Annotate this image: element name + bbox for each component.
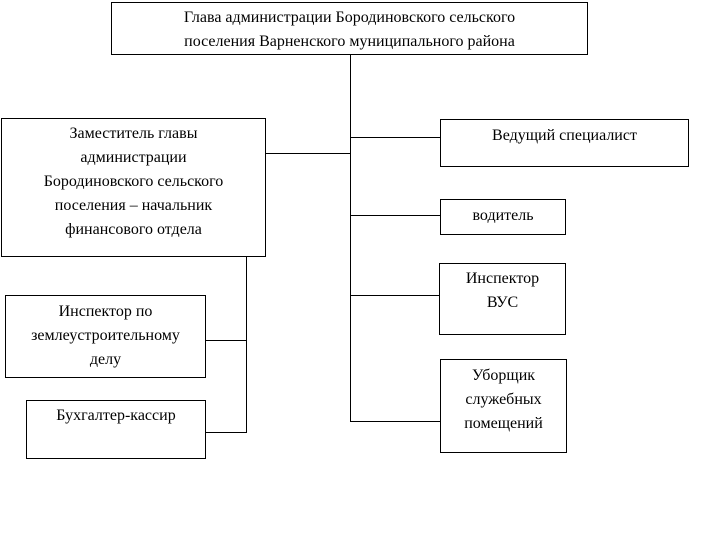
connector-trunk: [350, 55, 351, 422]
node-deputy-head: Заместитель главы администрации Бородино…: [1, 118, 266, 257]
node-label-line: финансового отдела: [65, 221, 202, 238]
node-label-line: землеустроительному: [31, 327, 180, 344]
connector-accountant: [206, 432, 247, 433]
node-lead-specialist: Ведущий специалист: [440, 119, 689, 167]
node-label-line: Инспектор: [465, 270, 540, 287]
node-label-line: водитель: [472, 207, 534, 224]
node-label-line: поселения Варненского муниципального рай…: [184, 33, 515, 50]
node-label-line: Глава администрации Бородиновского сельс…: [183, 9, 516, 26]
connector-lead-specialist: [350, 137, 440, 138]
node-label-line: Бородиновского сельского: [43, 173, 224, 190]
node-label-line: администрации: [80, 149, 187, 166]
node-label-line: служебных: [465, 391, 542, 408]
node-label-line: поселения – начальник: [54, 197, 213, 214]
node-accountant-cashier: Бухгалтер-кассир: [26, 400, 206, 459]
node-label-line: помещений: [464, 415, 543, 432]
node-label-line: Бухгалтер-кассир: [56, 407, 176, 424]
connector-vus-inspector: [350, 295, 439, 296]
connector-driver: [350, 215, 440, 216]
node-driver: водитель: [440, 199, 566, 235]
node-label-line: Инспектор по: [58, 303, 153, 320]
node-label-line: ВУС: [486, 294, 519, 311]
node-head-of-administration: Глава администрации Бородиновского сельс…: [111, 2, 588, 55]
connector-cleaner: [350, 421, 440, 422]
node-label-line: делу: [89, 351, 122, 368]
node-label-line: Ведущий специалист: [492, 127, 637, 144]
node-label-line: Уборщик: [471, 367, 536, 384]
node-land-inspector: Инспектор по землеустроительному делу: [5, 295, 206, 378]
node-label-line: Заместитель главы: [69, 125, 198, 142]
node-vus-inspector: Инспектор ВУС: [439, 263, 566, 335]
connector-deputy: [266, 153, 350, 154]
connector-land-inspector: [206, 340, 247, 341]
connector-deputy-subtrunk: [246, 257, 247, 433]
node-cleaner: Уборщик служебных помещений: [440, 359, 567, 453]
